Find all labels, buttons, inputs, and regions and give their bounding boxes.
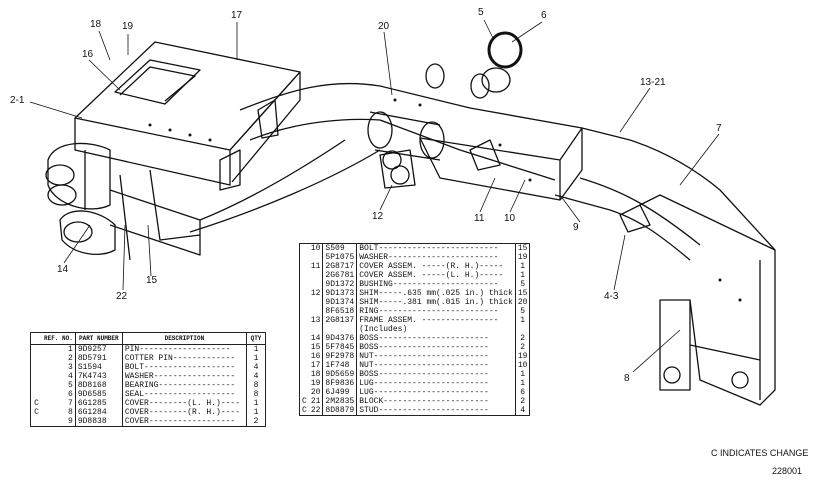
top-bearing xyxy=(425,63,445,89)
callout-11: 11 xyxy=(474,213,485,224)
middle-box xyxy=(419,137,561,201)
callout-10: 10 xyxy=(504,213,516,224)
arm-bottom-sweep xyxy=(199,139,346,221)
rear-frame-front xyxy=(74,118,231,186)
header-description: DESCRIPTION xyxy=(121,332,247,345)
callout-20: 20 xyxy=(378,21,390,32)
front-arm-top xyxy=(581,127,776,251)
header-ref-no: REF. NO. xyxy=(42,332,76,345)
callout-7: 7 xyxy=(716,123,722,134)
top-opening xyxy=(114,59,201,105)
callout-5: 5 xyxy=(478,7,484,18)
bearing-mount xyxy=(367,111,393,149)
arm-lower-edge xyxy=(249,118,556,181)
table-header-row: REF. NO. PART NUMBER DESCRIPTION QTY xyxy=(30,332,266,345)
callout-14: 14 xyxy=(57,264,69,275)
change-note: C INDICATES CHANGE xyxy=(711,448,809,458)
callout-17: 17 xyxy=(231,10,243,21)
figure-number: 228001 xyxy=(772,466,803,476)
callout-8: 8 xyxy=(624,373,630,384)
callout-4-3: 4-3 xyxy=(604,291,619,302)
callout-19: 19 xyxy=(122,21,134,32)
callout-16: 16 xyxy=(82,49,94,60)
callout-12: 12 xyxy=(372,211,384,222)
callout-6: 6 xyxy=(541,10,547,21)
rear-frame-side xyxy=(229,71,301,183)
front-mount xyxy=(639,194,776,406)
header-qty: QTY xyxy=(246,332,266,345)
callout-2-1: 2-1 xyxy=(10,95,25,106)
front-arm-bottom xyxy=(554,194,691,261)
callout-9: 9 xyxy=(573,222,579,233)
rear-hitch xyxy=(47,142,111,210)
callout-15: 15 xyxy=(146,275,158,286)
seal-detail xyxy=(487,31,523,69)
table-row: (Includes) xyxy=(300,325,530,334)
arm-top-edge xyxy=(239,82,583,129)
callout-22: 22 xyxy=(116,291,128,302)
header-part-number: PART NUMBER xyxy=(74,332,123,345)
callout-13-21: 13-21 xyxy=(640,77,666,88)
callout-18: 18 xyxy=(90,19,102,30)
